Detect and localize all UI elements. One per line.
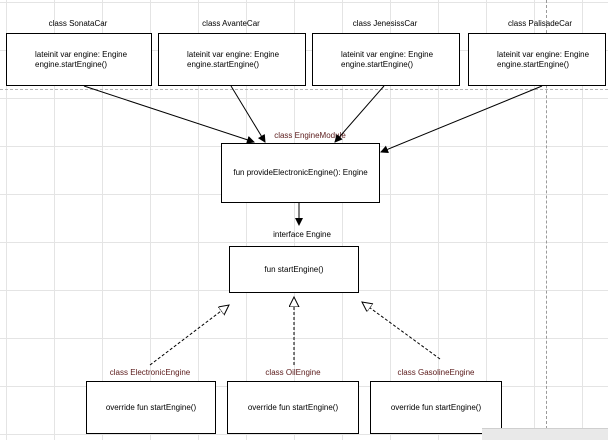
dependency-arrow-sonata <box>83 85 255 144</box>
engine-module-box[interactable]: fun provideElectronicEngine(): Engine <box>221 143 380 203</box>
impl-electronic-method: override fun startEngine() <box>105 402 197 412</box>
car-avante-field: lateinit var engine: Engine <box>187 49 280 59</box>
car-jenesiss-field: lateinit var engine: Engine <box>341 49 434 59</box>
dependency-arrow-palisade <box>380 85 543 154</box>
page-break-line <box>546 0 547 439</box>
impl-box-oil[interactable]: override fun startEngine() <box>227 381 359 434</box>
dependency-arrow-avante <box>230 85 266 143</box>
interface-method: fun startEngine() <box>264 264 324 274</box>
car-label-jenesiss: class JenesissCar <box>352 19 418 28</box>
car-sonata-field: lateinit var engine: Engine <box>35 49 128 59</box>
car-box-palisade[interactable]: lateinit var engine: Engine engine.start… <box>468 33 606 86</box>
impl-label-electronic: class ElectronicEngine <box>109 368 191 377</box>
car-sonata-call: engine.startEngine() <box>35 59 108 69</box>
impl-label-gasoline: class GasolineEngine <box>397 368 475 377</box>
realization-electronic <box>149 305 229 366</box>
car-palisade-field: lateinit var engine: Engine <box>497 49 590 59</box>
impl-label-oil: class OilEngine <box>265 368 321 377</box>
car-label-palisade: class PalisadeCar <box>507 19 573 28</box>
impl-box-electronic[interactable]: override fun startEngine() <box>86 381 216 434</box>
car-label-avante: class AvanteCar <box>202 19 260 28</box>
impl-box-gasoline[interactable]: override fun startEngine() <box>370 381 502 434</box>
page-break-line-horizontal <box>0 89 608 90</box>
car-label-sonata: class SonataCar <box>48 19 108 28</box>
impl-oil-method: override fun startEngine() <box>247 402 339 412</box>
car-box-avante[interactable]: lateinit var engine: Engine engine.start… <box>158 33 306 86</box>
module-method: fun provideElectronicEngine(): Engine <box>233 168 368 177</box>
car-box-sonata[interactable]: lateinit var engine: Engine engine.start… <box>6 33 152 86</box>
car-box-jenesiss[interactable]: lateinit var engine: Engine engine.start… <box>312 33 460 86</box>
realization-gasoline <box>362 302 441 360</box>
dependency-arrow-jenesiss <box>334 85 385 143</box>
module-label: class EngineModule <box>274 131 346 140</box>
engine-interface-box[interactable]: fun startEngine() <box>229 246 359 293</box>
impl-gasoline-method: override fun startEngine() <box>390 402 482 412</box>
canvas-corner-overlay <box>482 428 608 440</box>
car-palisade-call: engine.startEngine() <box>497 59 570 69</box>
interface-label: interface Engine <box>273 230 331 239</box>
car-jenesiss-call: engine.startEngine() <box>341 59 414 69</box>
car-avante-call: engine.startEngine() <box>187 59 260 69</box>
